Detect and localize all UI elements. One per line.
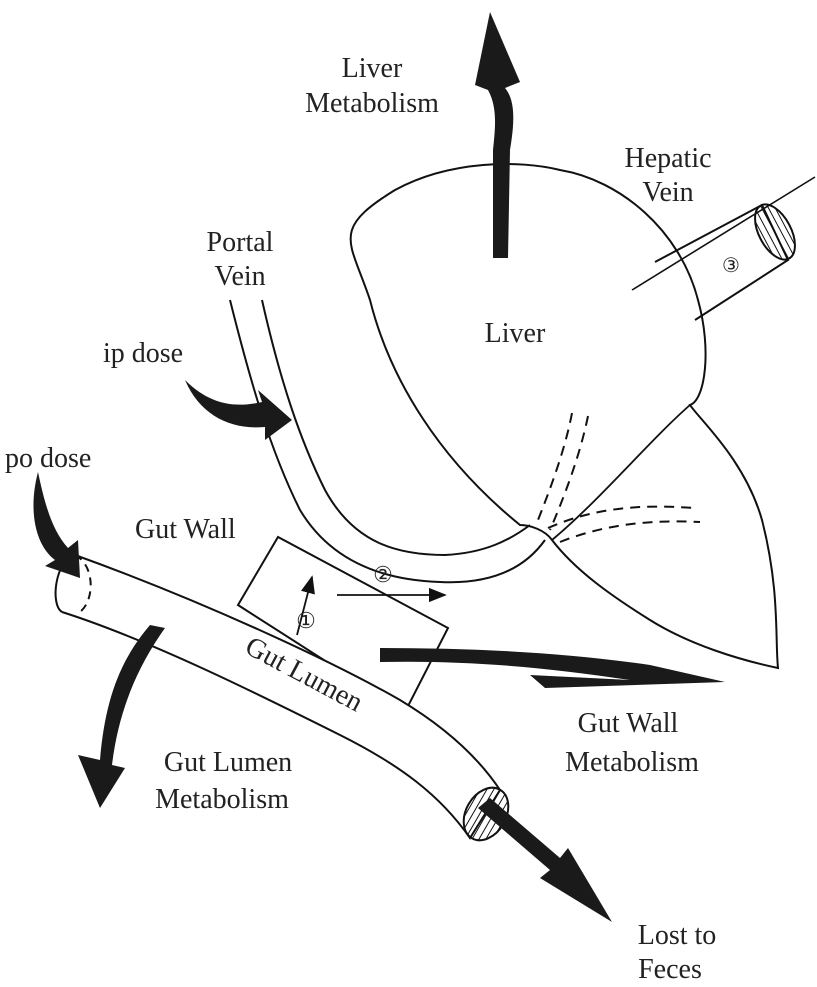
po-dose-arrow bbox=[33, 472, 80, 578]
label-hepatic-vein-line2: Vein bbox=[642, 177, 693, 208]
label-gut-lumen-metabolism-line1: Gut Lumen bbox=[164, 747, 292, 778]
label-lost-to-feces-line1: Lost to bbox=[638, 920, 717, 951]
label-portal-vein-line1: Portal bbox=[207, 227, 274, 258]
label-liver-metabolism-line2: Metabolism bbox=[305, 88, 439, 119]
label-gut-wall-metabolism-line2: Metabolism bbox=[565, 747, 699, 778]
label-liver-metabolism-line1: Liver bbox=[342, 53, 403, 84]
label-hepatic-vein-line1: Hepatic bbox=[624, 143, 711, 174]
label-lost-to-feces-line2: Feces bbox=[638, 954, 702, 985]
label-step-3: ③ bbox=[722, 255, 740, 277]
label-portal-vein-line2: Vein bbox=[214, 261, 265, 292]
label-ip-dose: ip dose bbox=[103, 338, 183, 369]
label-liver: Liver bbox=[485, 318, 546, 349]
label-gut-wall: Gut Wall bbox=[135, 514, 236, 545]
label-step-2: ② bbox=[373, 562, 393, 587]
liver-metabolism-arrow bbox=[475, 12, 520, 258]
label-po-dose: po dose bbox=[5, 443, 91, 474]
gut-wall-metabolism-arrow bbox=[380, 648, 725, 688]
lost-to-feces-arrow bbox=[478, 798, 612, 922]
label-gut-wall-metabolism-line1: Gut Wall bbox=[578, 708, 679, 739]
label-gut-lumen-metabolism-line2: Metabolism bbox=[155, 784, 289, 815]
gut-lumen-metabolism-arrow bbox=[78, 625, 165, 808]
ip-dose-arrow bbox=[185, 380, 292, 440]
label-step-1: ① bbox=[296, 608, 316, 633]
